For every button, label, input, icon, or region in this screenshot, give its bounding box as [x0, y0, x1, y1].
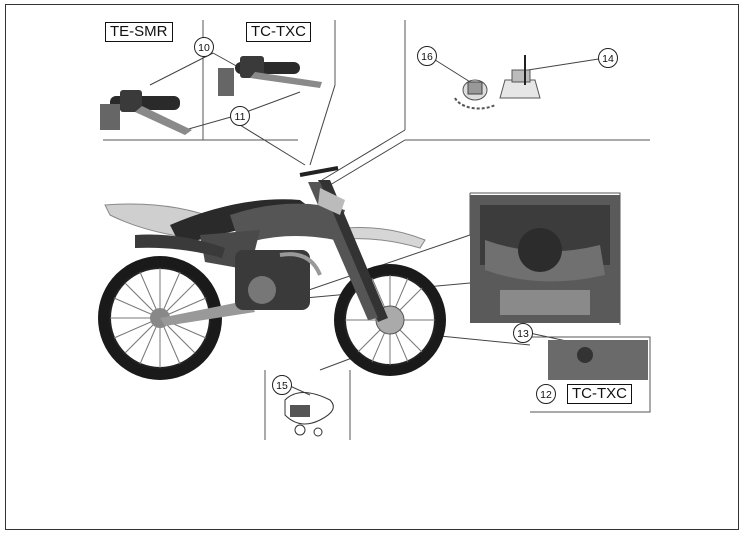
- te-smr-lever-sketch: [100, 90, 192, 135]
- callout-13: 13: [513, 323, 533, 343]
- figure-frame: [5, 4, 739, 530]
- tc-txc-detail-photo: [548, 340, 648, 380]
- tc-txc-top-label: TC-TXC: [246, 22, 311, 42]
- reservoir-sketch: [454, 55, 541, 110]
- engine-inset-photo: [470, 195, 620, 323]
- callout-10: 10: [194, 37, 214, 57]
- leader-lines: [149, 52, 606, 396]
- inset-divider-lines: [103, 20, 651, 413]
- motorcycle-illustration: [98, 166, 446, 380]
- tc-txc-lever-sketch: [218, 56, 322, 96]
- callout-15: 15: [272, 375, 292, 395]
- brake-detail-sketch: [264, 370, 351, 440]
- callout-11: 11: [230, 106, 250, 126]
- callout-14: 14: [598, 48, 618, 68]
- callout-16: 16: [417, 46, 437, 66]
- callout-12: 12: [536, 384, 556, 404]
- te-smr-label: TE-SMR: [105, 22, 173, 42]
- tc-txc-bottom-label: TC-TXC: [567, 384, 632, 404]
